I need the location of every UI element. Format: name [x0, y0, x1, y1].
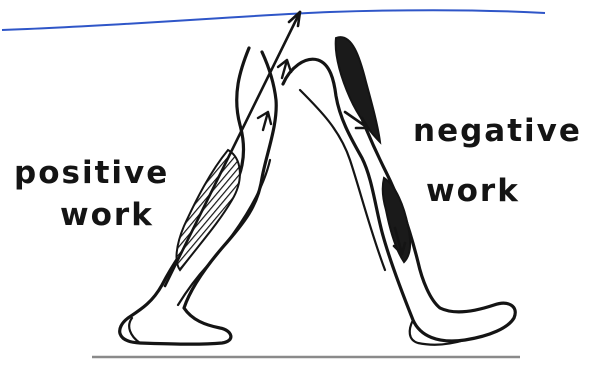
arrow-up-icon [165, 12, 300, 286]
label-positive: positive [14, 158, 169, 189]
label-negative: negative [413, 116, 582, 147]
muscle-negative-thigh [336, 37, 380, 142]
label-positive-work: work [60, 200, 154, 231]
pen-line [2, 10, 545, 30]
label-negative-work: work [426, 176, 520, 207]
muscle-positive-calf [177, 150, 240, 270]
